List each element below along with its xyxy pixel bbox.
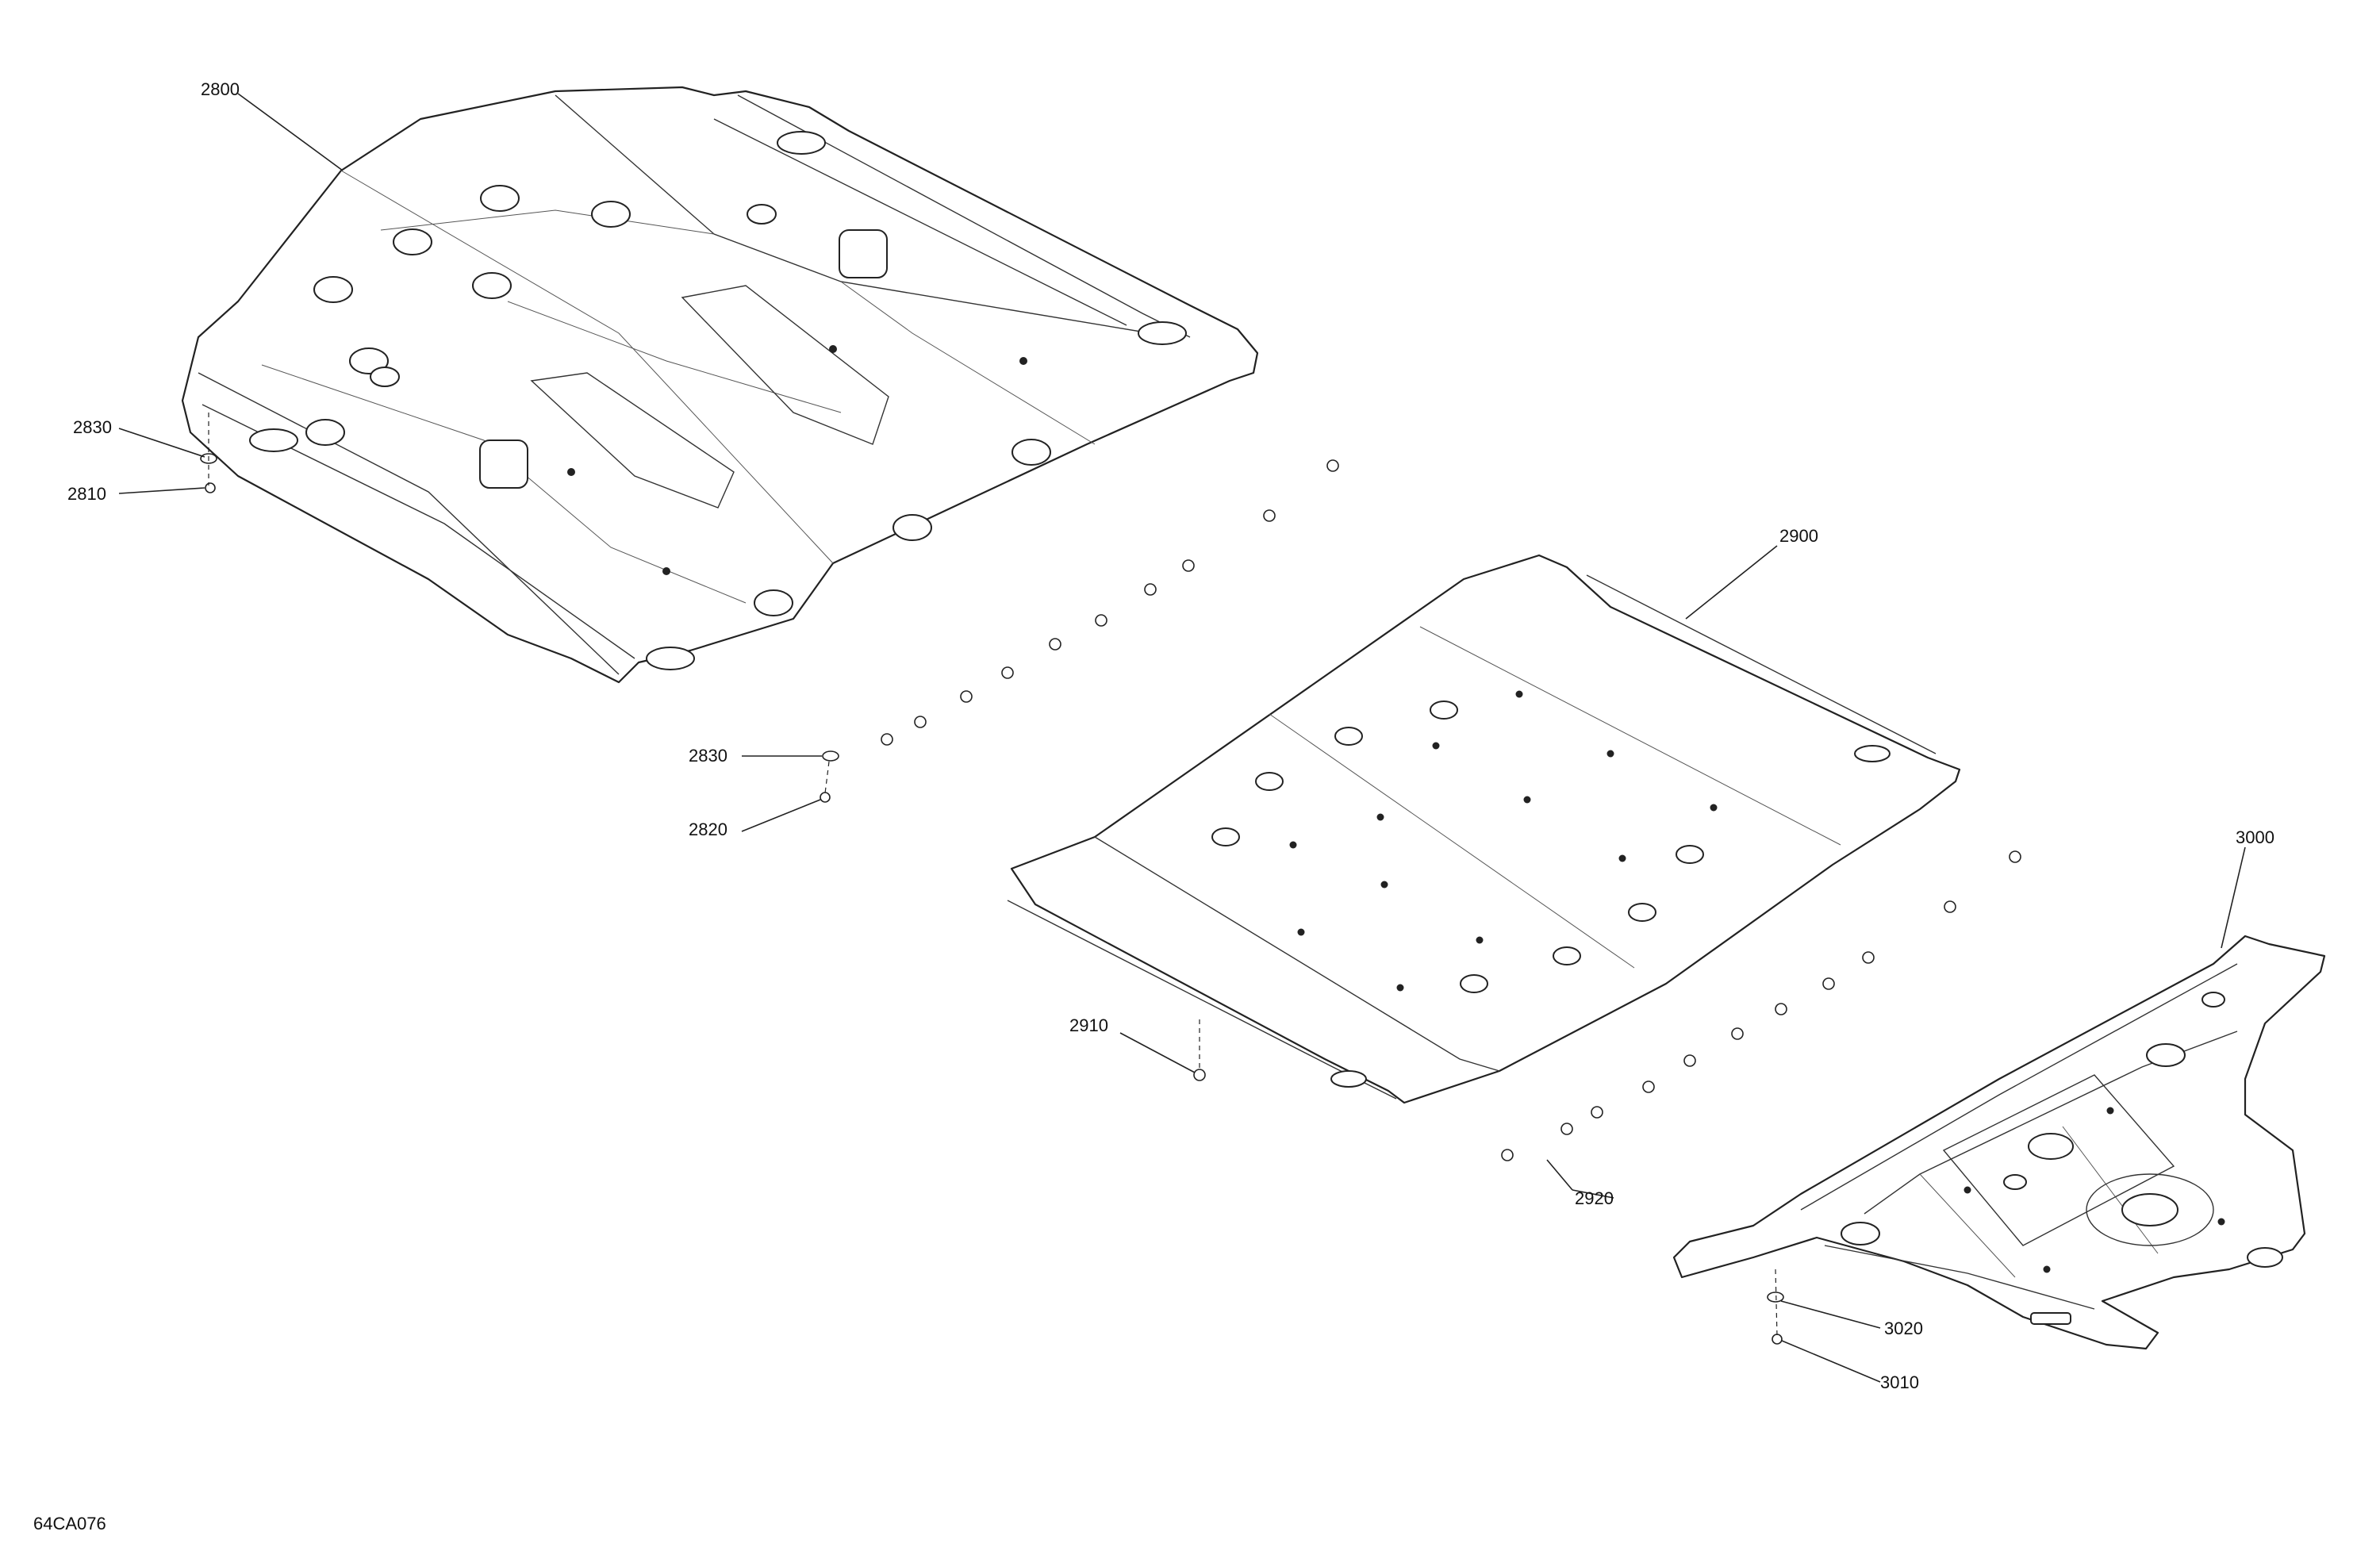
figure-id: 64CA076 [33,1514,106,1533]
callout-labels: 2800 2830 2810 2830 2820 2900 2910 2920 … [33,79,2274,1533]
callout-2810: 2810 [67,484,106,504]
callout-2900: 2900 [1779,526,1818,546]
callout-2820: 2820 [689,819,727,839]
callout-2830-front: 2830 [73,417,112,437]
skid-plate-3000 [1672,935,2326,1350]
fasteners [200,453,2021,1345]
callout-2800: 2800 [201,79,240,99]
floor-panel-2900 [1007,554,1961,1104]
callout-3020: 3020 [1884,1318,1923,1338]
callout-3010: 3010 [1880,1372,1919,1392]
skid-plate-2800 [181,86,1259,684]
assembly-lines [208,413,1778,1337]
callout-2920: 2920 [1575,1188,1614,1208]
leader-lines [118,93,2246,1383]
callout-2910: 2910 [1069,1015,1108,1035]
callout-3000: 3000 [2236,827,2274,847]
callout-2830-mid: 2830 [689,746,727,766]
